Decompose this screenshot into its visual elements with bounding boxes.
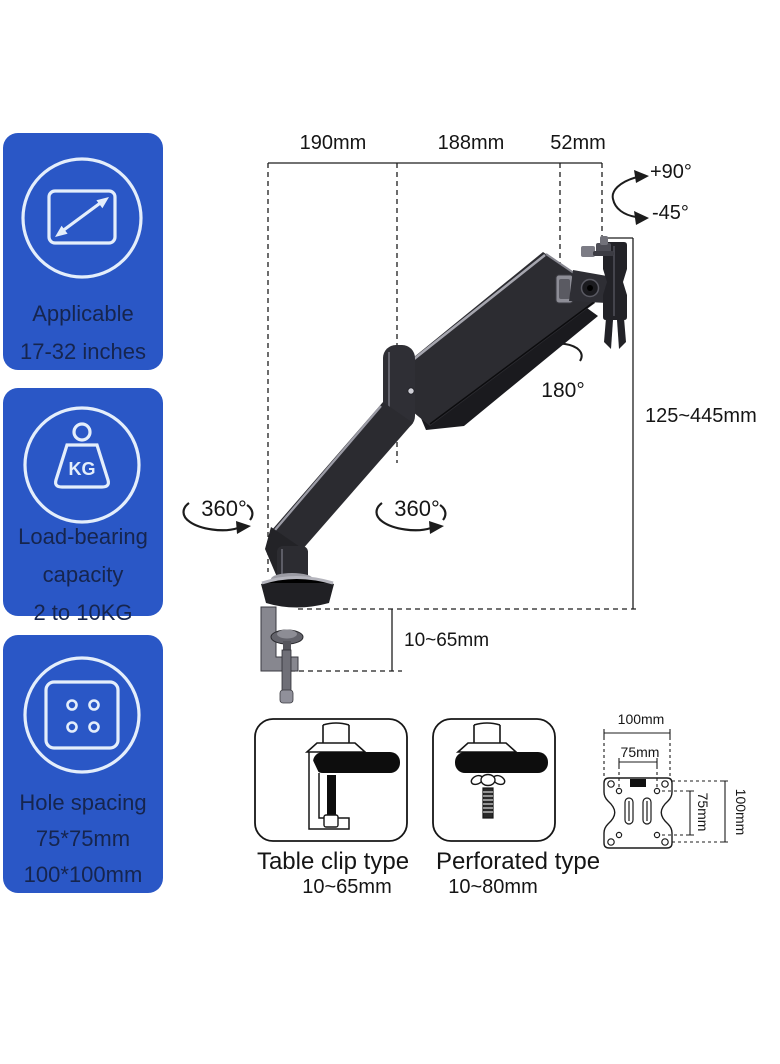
vesa-inner-width-label: 75mm (620, 744, 660, 760)
vesa-plate-figure (603, 729, 728, 849)
clamp-range-label: 10~65mm (404, 630, 490, 651)
vesa-holes-icon (23, 656, 141, 774)
card-screen-size-line2: 17-32 inches (20, 339, 146, 364)
card-load-line1: Load-bearing (18, 524, 148, 549)
swivel-180-label: 180° (541, 379, 585, 402)
measurement-lines (267, 162, 637, 672)
vesa-outer-height-label: 100mm (733, 788, 749, 836)
table-clip-range-label: 10~65mm (302, 876, 392, 898)
rotation-arrow-left (182, 502, 254, 534)
dim-label-188mm: 188mm (437, 132, 505, 154)
feature-card-hole-spacing: Hole spacing 75*75mm 100*100mm (3, 635, 163, 893)
feature-card-screen-size: Applicable 17-32 inches (3, 133, 163, 370)
feature-card-load-capacity: KG Load-bearing capacity 2 to 10KG (3, 388, 163, 625)
kg-weight-icon: KG (23, 406, 141, 524)
card-hole-line1: Hole spacing (19, 790, 147, 815)
tilt-up-label: +90° (650, 161, 692, 183)
card-screen-size-line1: Applicable (32, 301, 134, 326)
kg-label: KG (69, 459, 96, 479)
tilt-rotation-arrow (611, 170, 649, 225)
perforated-range-label: 10~80mm (448, 876, 538, 898)
height-range-label: 125~445mm (645, 405, 757, 427)
perforated-type-label: Perforated type (435, 848, 601, 875)
rotation-left-label: 360° (201, 496, 247, 521)
tilt-down-label: -45° (652, 202, 689, 224)
rotation-right-label: 360° (394, 496, 440, 521)
card-hole-line3: 100*100mm (23, 862, 143, 887)
rotation-arrow-right (375, 502, 447, 534)
table-clip-type-label: Table clip type (256, 848, 410, 875)
vesa-inner-height-label: 75mm (695, 792, 711, 832)
perforated-type-figure (432, 718, 556, 842)
monitor-diagonal-icon (21, 157, 143, 279)
table-clip-type-figure (254, 718, 408, 842)
dim-label-52mm: 52mm (550, 132, 606, 154)
vesa-bracket (603, 242, 627, 320)
card-load-line3: 2 to 10KG (33, 600, 133, 625)
vesa-outer-width-label: 100mm (617, 711, 665, 727)
card-load-line2: capacity (42, 562, 124, 587)
desk-clamp (260, 606, 299, 672)
card-hole-line2: 75*75mm (35, 826, 131, 851)
monitor-arm-illustration (260, 236, 627, 704)
dim-label-190mm: 190mm (299, 132, 367, 154)
